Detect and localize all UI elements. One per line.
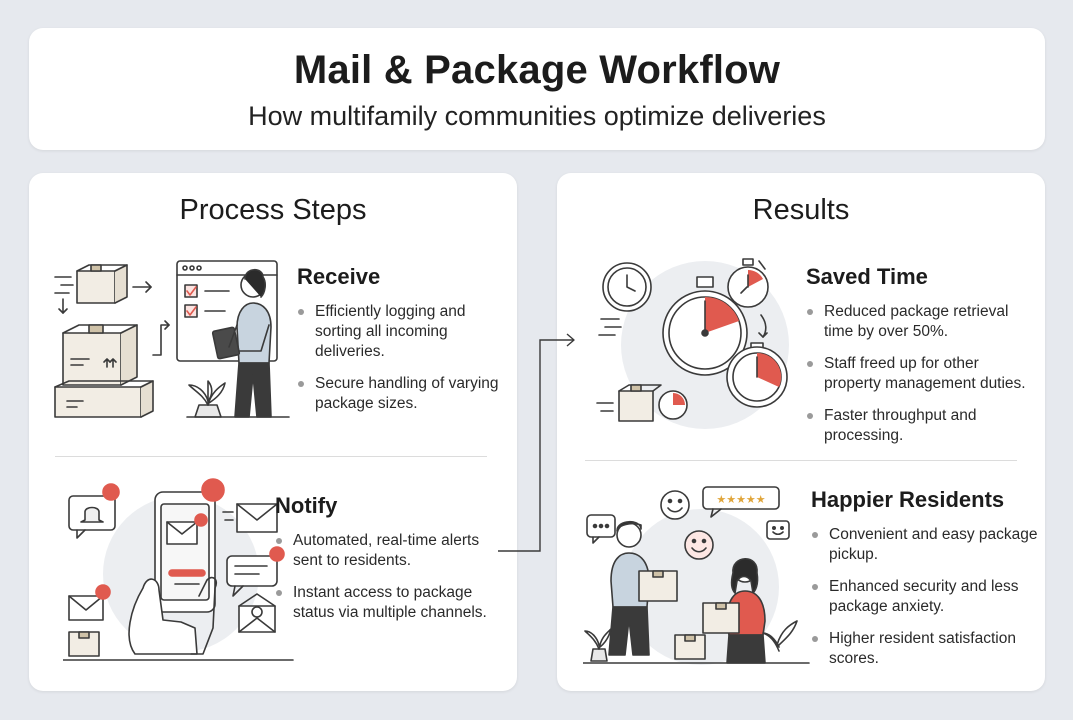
results-title: Results — [752, 194, 850, 226]
results-divider — [585, 460, 1017, 461]
notify-bullet-1: Automated, real-time alerts sent to resi… — [275, 531, 499, 571]
notify-step: Notify Automated, real-time alerts sent … — [275, 493, 499, 635]
happy-residents-illustration: ★★★★★ — [583, 486, 810, 665]
saved-time-bullet-2: Staff freed up for other property manage… — [806, 354, 1036, 394]
saved-time-title: Saved Time — [806, 264, 928, 289]
receive-step: Receive Efficiently logging and sorting … — [297, 264, 507, 426]
svg-text:★★★★★: ★★★★★ — [716, 493, 765, 506]
saved-time-bullets: Reduced package retrieval time by over 5… — [806, 302, 1036, 446]
saved-time-bullet-1: Reduced package retrieval time by over 5… — [806, 302, 1036, 342]
phone-notification-illustration — [63, 478, 294, 661]
header-card: Mail & Package Workflow How multifamily … — [29, 28, 1045, 150]
happier-residents-result: Happier Residents Convenient and easy pa… — [811, 487, 1039, 681]
happier-residents-bullets: Convenient and easy package pickup. Enha… — [811, 525, 1039, 669]
receive-step-bullets: Efficiently logging and sorting all inco… — [297, 302, 507, 414]
package-receiving-illustration — [54, 260, 290, 418]
happier-residents-bullet-1: Convenient and easy package pickup. — [811, 525, 1039, 565]
notify-step-title: Notify — [275, 493, 338, 518]
happier-residents-title: Happier Residents — [811, 487, 1005, 512]
results-card: Results — [557, 173, 1045, 691]
receive-step-title: Receive — [297, 264, 381, 289]
happier-residents-bullet-2: Enhanced security and less package anxie… — [811, 577, 1039, 617]
saved-time-result: Saved Time Reduced package retrieval tim… — [806, 264, 1036, 458]
process-steps-title: Process Steps — [179, 194, 367, 226]
page-title: Mail & Package Workflow — [293, 48, 781, 92]
process-steps-card: Process Steps — [29, 173, 517, 691]
receive-bullet-2: Secure handling of varying package sizes… — [297, 374, 507, 414]
notify-bullet-2: Instant access to package status via mul… — [275, 583, 499, 623]
receive-bullet-1: Efficiently logging and sorting all inco… — [297, 302, 507, 362]
process-divider — [55, 456, 487, 457]
page-subtitle: How multifamily communities optimize del… — [248, 101, 826, 131]
saved-time-bullet-3: Faster throughput and processing. — [806, 406, 1036, 446]
stopwatch-illustration — [596, 258, 789, 429]
notify-step-bullets: Automated, real-time alerts sent to resi… — [275, 531, 499, 623]
happier-residents-bullet-3: Higher resident satisfaction scores. — [811, 629, 1039, 669]
